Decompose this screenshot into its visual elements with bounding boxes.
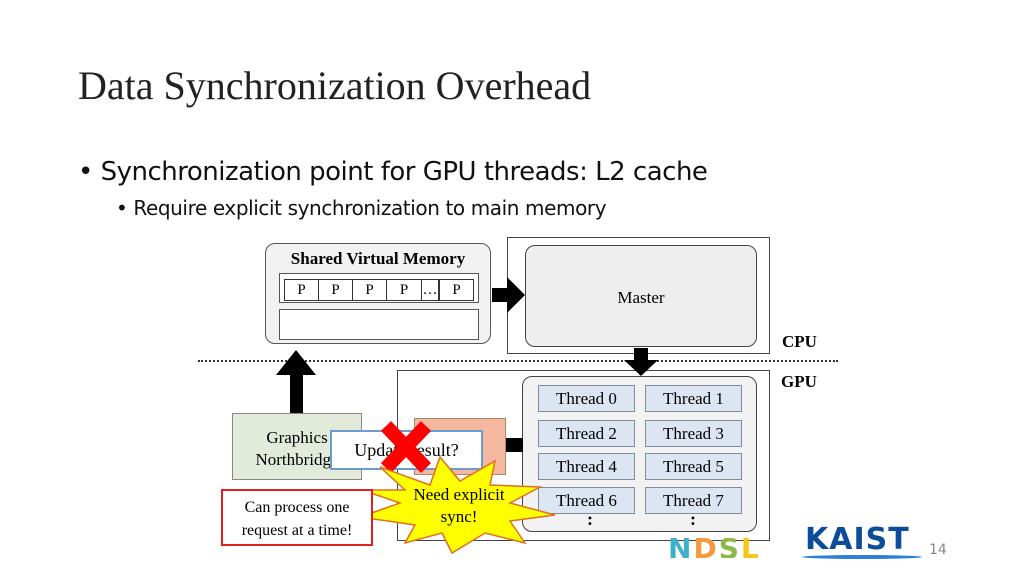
svm-lower-region bbox=[279, 309, 479, 340]
bullet-2: • Require explicit synchronization to ma… bbox=[116, 196, 607, 220]
page-cell: P bbox=[439, 280, 473, 300]
thread-box: Thread 3 bbox=[645, 420, 742, 447]
cpu-gpu-divider bbox=[198, 360, 838, 362]
gpu-label: GPU bbox=[781, 372, 817, 391]
arrow-right-icon bbox=[492, 277, 525, 313]
red-x-icon bbox=[380, 421, 432, 473]
arrow-down-icon bbox=[624, 348, 658, 376]
thread-box: Thread 7 bbox=[645, 487, 742, 514]
bullet-1-text: Synchronization point for GPU threads: L… bbox=[100, 157, 708, 187]
thread-box: Thread 0 bbox=[538, 385, 635, 412]
note-label: Can process one request at a time! bbox=[241, 499, 353, 539]
thread-box: Thread 5 bbox=[645, 453, 742, 480]
connector bbox=[505, 438, 523, 452]
master-label: Master bbox=[617, 288, 665, 307]
page-cell: P bbox=[285, 280, 319, 300]
ellipsis: … bbox=[421, 280, 439, 300]
svm-title: Shared Virtual Memory bbox=[290, 249, 466, 268]
northbridge-label: Graphics Northbridge bbox=[255, 428, 339, 469]
arrow-up-icon bbox=[276, 350, 316, 413]
page-cell: P bbox=[399, 282, 409, 298]
graphics-northbridge-box: Graphics Northbridge bbox=[232, 413, 362, 480]
master-box: Master bbox=[525, 245, 757, 347]
thread-box: Thread 1 bbox=[645, 385, 742, 412]
need-sync-label: Need explicit sync! bbox=[413, 485, 505, 526]
cpu-label: CPU bbox=[782, 332, 817, 351]
thread-box: Thread 2 bbox=[538, 420, 635, 447]
page-cell: P bbox=[353, 280, 387, 300]
starburst-shape bbox=[360, 455, 556, 555]
slide-title: Data Synchronization Overhead bbox=[78, 63, 592, 108]
page-cell: P bbox=[319, 280, 353, 300]
update-result-callout: Update result? bbox=[330, 430, 483, 470]
kaist-logo: KAIST bbox=[802, 522, 922, 559]
page-number: 14 bbox=[929, 542, 947, 558]
bullet-1: • Synchronization point for GPU threads:… bbox=[78, 157, 708, 187]
thread-box: Thread 4 bbox=[538, 453, 635, 480]
bullet-2-text: Require explicit synchronization to main… bbox=[133, 196, 607, 220]
ndsl-logo: NDSL bbox=[668, 538, 761, 558]
note-callout: Can process one request at a time! bbox=[221, 489, 373, 546]
thread-box: Thread 6 bbox=[538, 487, 635, 514]
more-threads: : bbox=[587, 509, 593, 529]
kaist-logo-text: KAIST bbox=[805, 522, 910, 557]
more-threads: : bbox=[690, 509, 696, 529]
page-cells: P P P P … P bbox=[284, 279, 474, 301]
